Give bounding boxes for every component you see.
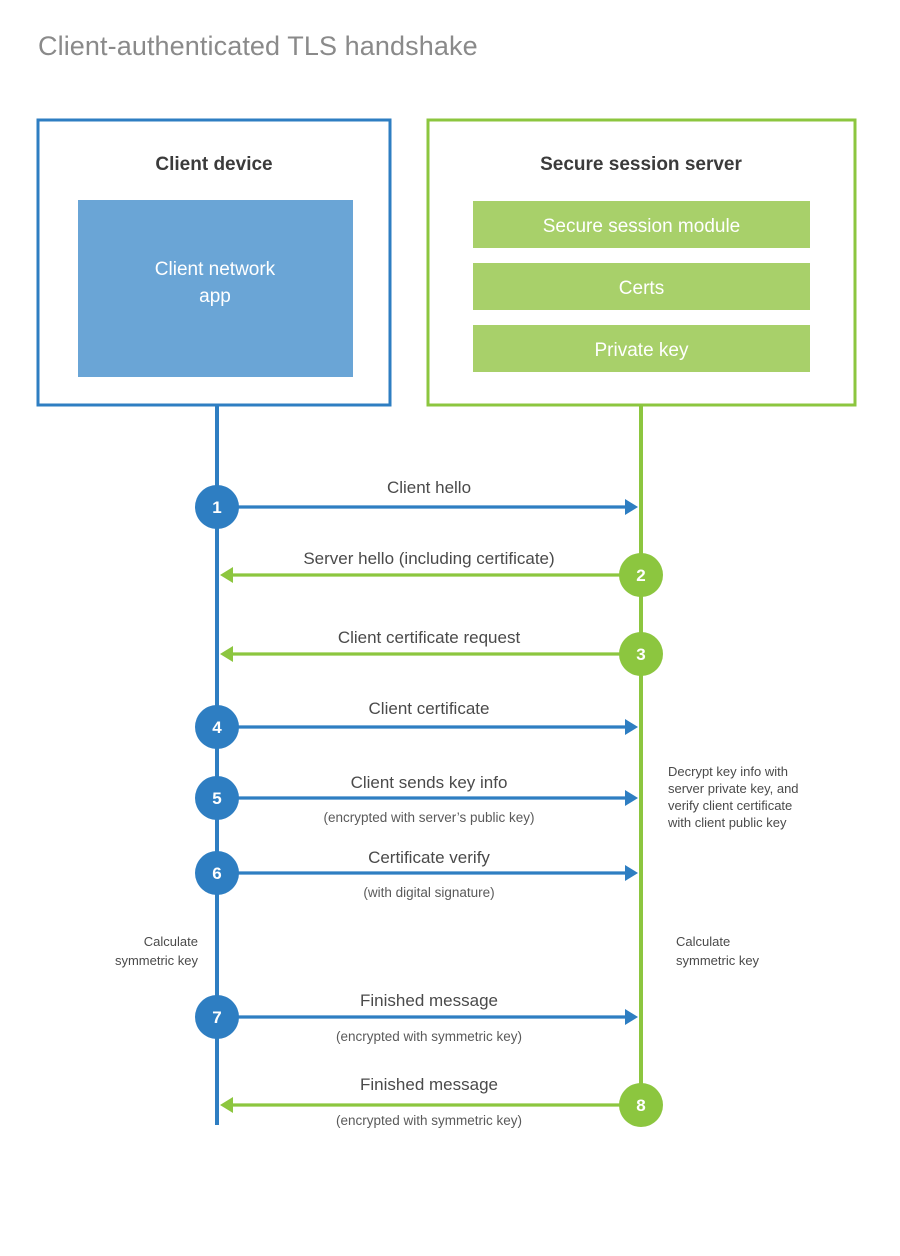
client-network-app-label-line1: Client network xyxy=(155,259,276,280)
step-badge-6[interactable] xyxy=(195,851,239,895)
server-notes-layer: Decrypt key info with server private key,… xyxy=(667,764,799,968)
step-badge-3[interactable] xyxy=(619,632,663,676)
step-number-7: 7 xyxy=(212,1008,221,1027)
decrypt-note-line1: Decrypt key info with xyxy=(668,764,788,779)
step-number-6: 6 xyxy=(212,864,221,883)
arrow-head-1 xyxy=(625,499,638,515)
arrow-head-4 xyxy=(625,719,638,735)
message-step-7: Finished message (encrypted with symmetri… xyxy=(195,991,638,1044)
step-badge-4[interactable] xyxy=(195,705,239,749)
secure-session-server-panel: Secure session server Secure session mod… xyxy=(426,118,857,407)
message-step-1: Client hello 1 xyxy=(195,478,638,529)
arrow-head-8 xyxy=(220,1097,233,1113)
step-number-5: 5 xyxy=(212,789,221,808)
message-step-4: Client certificate 4 xyxy=(195,699,638,749)
client-note-line2: symmetric key xyxy=(115,953,199,968)
secure-session-server-title: Secure session server xyxy=(540,154,742,175)
arrow-head-5 xyxy=(625,790,638,806)
message-label-7: Finished message xyxy=(360,991,498,1010)
step-number-3: 3 xyxy=(636,645,645,664)
server-module-box-1 xyxy=(473,263,810,310)
server-module-box-0 xyxy=(473,201,810,248)
client-note-line1: Calculate xyxy=(144,934,198,949)
message-label-2: Server hello (including certificate) xyxy=(303,549,554,568)
message-label-5: Client sends key info xyxy=(351,773,508,792)
client-device-title: Client device xyxy=(155,154,272,175)
step-number-8: 8 xyxy=(636,1096,645,1115)
calculate-symmetric-key-note: Calculate symmetric key xyxy=(676,934,760,968)
calculate-symmetric-key-note-line1: Calculate xyxy=(676,934,730,949)
server-module-box-2 xyxy=(473,325,810,372)
message-label-8: Finished message xyxy=(360,1075,498,1094)
message-step-2: Server hello (including certificate) 2 xyxy=(220,549,663,597)
client-network-app-box xyxy=(78,200,353,377)
message-sublabel-6: (with digital signature) xyxy=(363,885,494,900)
step-badge-1[interactable] xyxy=(195,485,239,529)
message-sublabel-7: (encrypted with symmetric key) xyxy=(336,1029,522,1044)
step-badge-5[interactable] xyxy=(195,776,239,820)
decrypt-note-line2: server private key, and xyxy=(668,781,799,796)
arrow-head-7 xyxy=(625,1009,638,1025)
server-module-label-2: Private key xyxy=(595,340,689,361)
message-label-4: Client certificate xyxy=(369,699,490,718)
arrow-head-2 xyxy=(220,567,233,583)
arrow-head-6 xyxy=(625,865,638,881)
message-step-6: Certificate verify (with digital signatur… xyxy=(195,848,638,900)
message-label-1: Client hello xyxy=(387,478,471,497)
client-network-app-label-line2: app xyxy=(199,286,231,307)
client-device-panel: Client device Client network app xyxy=(36,118,392,407)
decrypt-note-line3: verify client certificate xyxy=(668,798,792,813)
message-label-3: Client certificate request xyxy=(338,628,521,647)
message-sublabel-8: (encrypted with symmetric key) xyxy=(336,1113,522,1128)
message-step-3: Client certificate request 3 xyxy=(220,628,663,676)
client-calculate-symmetric-key-note: Calculate symmetric key xyxy=(115,934,199,968)
arrow-head-3 xyxy=(220,646,233,662)
step-number-4: 4 xyxy=(212,718,222,737)
server-module-label-0: Secure session module xyxy=(543,216,741,237)
page-title: Client-authenticated TLS handshake xyxy=(38,31,478,61)
step-badge-7[interactable] xyxy=(195,995,239,1039)
step-badge-2[interactable] xyxy=(619,553,663,597)
message-sublabel-5: (encrypted with server’s public key) xyxy=(323,810,534,825)
step-badge-8[interactable] xyxy=(619,1083,663,1127)
message-step-8: Finished message (encrypted with symmetri… xyxy=(220,1075,663,1128)
message-label-6: Certificate verify xyxy=(368,848,490,867)
decrypt-note: Decrypt key info with server private key,… xyxy=(667,764,799,830)
decrypt-note-line4: with client public key xyxy=(667,815,787,830)
calculate-symmetric-key-note-line2: symmetric key xyxy=(676,953,760,968)
step-number-1: 1 xyxy=(212,498,221,517)
message-step-5: Client sends key info (encrypted with ser… xyxy=(195,773,638,825)
step-number-2: 2 xyxy=(636,566,645,585)
server-module-label-1: Certs xyxy=(619,278,664,299)
